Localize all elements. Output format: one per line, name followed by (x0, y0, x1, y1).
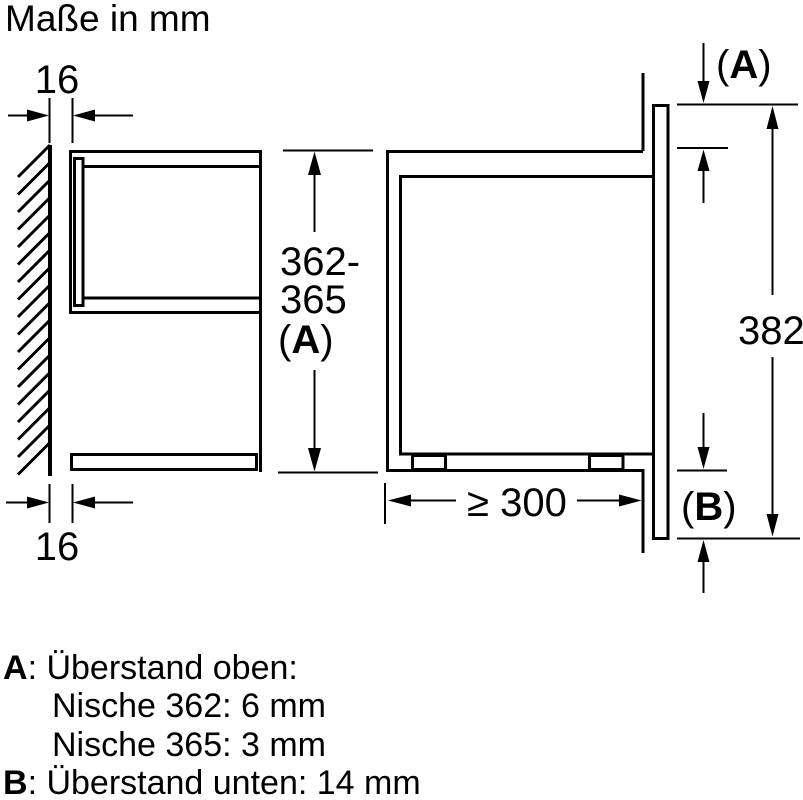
legend-key-b: B (3, 763, 28, 800)
appliance-section (386, 73, 670, 553)
dim-wall-gap-bottom: 16 (6, 484, 133, 569)
arrowhead-up-icon (697, 540, 710, 562)
legend: A: Überstand oben: Nische 362: 6 mm Nisc… (3, 649, 421, 800)
arrowhead-left-icon (73, 496, 95, 509)
arrowhead-up-icon (766, 106, 779, 129)
arrowhead-up-icon (308, 151, 321, 175)
dim-min-depth: ≥ 300 (384, 481, 642, 525)
dim-overhang-bottom: (B) (677, 413, 800, 593)
dim-label-min-depth: ≥ 300 (467, 481, 567, 525)
wall-section (16, 143, 52, 476)
cabinet-outline (69, 150, 262, 472)
cabinet-bottom-board (70, 453, 258, 471)
arrowhead-down-icon (766, 514, 779, 537)
arrowhead-up-icon (697, 149, 710, 171)
dim-label-gap-bottom: 16 (35, 525, 80, 569)
legend-line-niche-362: Nische 362: 6 mm (52, 687, 326, 726)
arrowhead-right-icon (619, 494, 642, 507)
cabinet-back-strip (73, 157, 85, 307)
arrowhead-left-icon (388, 494, 411, 507)
dim-overhang-top: (A) (677, 43, 798, 203)
arrowhead-down-icon (308, 448, 321, 472)
dim-label-front-height: 382 (738, 309, 803, 353)
appliance-foot-left (411, 454, 447, 471)
legend-key-a: A (3, 649, 28, 687)
appliance-outline (386, 73, 653, 553)
dim-label-gap-top: 16 (35, 58, 80, 102)
appliance-foot-right (588, 454, 625, 471)
dim-label-niche-ref: (A) (278, 318, 334, 362)
wall-hatching (16, 143, 52, 476)
legend-line-b: B: Überstand unten: 14 mm (3, 764, 421, 800)
legend-line-niche-365: Nische 365: 3 mm (52, 725, 326, 764)
legend-line-a: A: Überstand oben: (3, 649, 421, 687)
cabinet-section (69, 150, 262, 472)
arrowhead-right-icon (27, 109, 49, 122)
dim-label-niche-height-1: 362- (280, 240, 360, 284)
arrowhead-down-icon (697, 81, 710, 103)
legend-text-b: : Überstand unten: 14 mm (27, 763, 421, 800)
dim-front-height: 382 (738, 106, 803, 537)
front-panel (652, 104, 670, 540)
dim-label-ref-top: (A) (716, 43, 772, 87)
dim-label-niche-height-2: 365 (280, 278, 347, 322)
legend-text-a: : Überstand oben: (27, 649, 298, 687)
dim-niche-height: 362- 365 (A) (278, 149, 378, 474)
arrowhead-left-icon (73, 109, 95, 122)
diagram-title: Maße in mm (5, 0, 211, 39)
dim-wall-gap-top: 16 (8, 58, 133, 143)
arrowhead-down-icon (697, 447, 710, 469)
arrowhead-right-icon (27, 496, 49, 509)
dim-label-ref-bottom: (B) (681, 485, 737, 529)
